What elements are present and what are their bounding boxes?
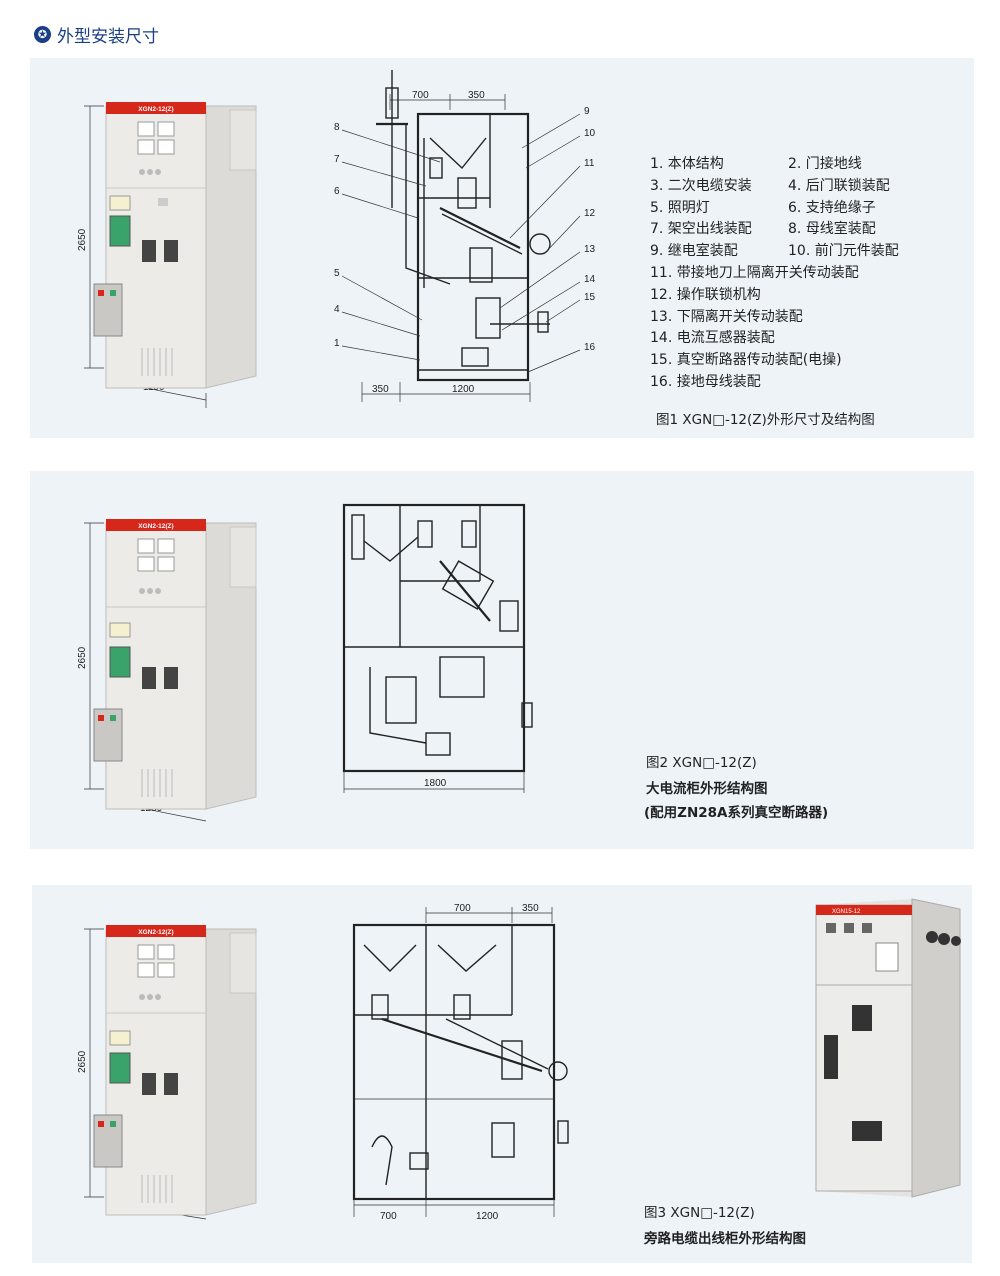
bottom-dim-350: 350 <box>372 384 389 395</box>
callout-1: 1 <box>334 338 340 349</box>
callout-4: 4 <box>334 304 340 315</box>
legend-item: 1. 本体结构 <box>650 156 724 172</box>
photo-label: XGN15-12 <box>832 909 861 915</box>
legend-row: 9. 继电室装配 10. 前门元件装配 <box>650 241 960 263</box>
top-dim-700: 700 <box>454 903 471 914</box>
section-title-text: 外型安装尺寸 <box>57 26 159 47</box>
callout-14: 14 <box>584 274 596 285</box>
callout-10: 10 <box>584 128 596 139</box>
figure-panel-1: 2650 1100 XGN2-12(Z) 700 <box>30 58 974 438</box>
cabinet-illustration: 2650 1100 XGN2-12(Z) <box>77 925 257 1220</box>
callout-9: 9 <box>584 106 590 117</box>
structure-drawing: 1800 <box>342 503 533 793</box>
callout-13: 13 <box>584 244 596 255</box>
height-dim-label: 2650 <box>77 1050 88 1073</box>
legend-item: 6. 支持绝缘子 <box>788 199 876 216</box>
legend-item: 13. 下隔离开关传动装配 <box>650 308 803 325</box>
figure-caption-1: 图1 XGN□-12(Z)外形尺寸及结构图 <box>656 412 875 428</box>
bottom-dim-700: 700 <box>380 1211 397 1222</box>
figure-caption-2-line1: 图2 XGN□-12(Z) <box>646 755 757 771</box>
legend-item: 9. 继电室装配 <box>650 243 738 260</box>
legend-row: 5. 照明灯 6. 支持绝缘子 <box>650 198 960 220</box>
cabinet-illustration: 2650 1100 XGN2-12(Z) <box>77 102 257 408</box>
legend-row: 7. 架空出线装配 8. 母线室装配 <box>650 219 960 241</box>
figure-caption-3-line1: 图3 XGN□-12(Z) <box>644 1205 755 1221</box>
bottom-dim-1800: 1800 <box>424 778 447 789</box>
legend-row: 1. 本体结构 2. 门接地线 <box>650 154 960 176</box>
legend-item: 2. 门接地线 <box>788 156 862 172</box>
cabinet-illustration: 2650 1250 XGN2-12(Z) <box>77 519 257 822</box>
figure-caption-2-line3: (配用ZN28A系列真空断路器) <box>644 805 829 821</box>
legend-item: 16. 接地母线装配 <box>650 373 761 390</box>
star-icon: ✪ <box>34 25 51 43</box>
legend-row: 3. 二次电缆安装 4. 后门联锁装配 <box>650 176 960 198</box>
callout-7: 7 <box>334 154 340 165</box>
structure-drawing: 700 350 350 1200 <box>334 70 596 402</box>
structure-drawing: 700 350 700 1200 <box>352 903 569 1222</box>
cabinet-label: XGN2-12(Z) <box>138 523 173 530</box>
callout-11: 11 <box>584 158 595 169</box>
legend-item: 15. 真空断路器传动装配(电操) <box>650 352 842 369</box>
figure-panel-2: 2650 1250 XGN2-12(Z) <box>30 471 974 849</box>
legend-item: 11. 带接地刀上隔离开关传动装配 <box>650 264 859 281</box>
legend-item: 8. 母线室装配 <box>788 221 876 238</box>
legend-item: 14. 电流互感器装配 <box>650 330 775 347</box>
callout-6: 6 <box>334 186 340 197</box>
section-title: ✪ 外型安装尺寸 <box>34 20 159 48</box>
cabinet-label: XGN2-12(Z) <box>138 929 173 936</box>
cabinet-label: XGN2-12(Z) <box>138 106 173 113</box>
component-legend: 1. 本体结构 2. 门接地线 3. 二次电缆安装 4. 后门联锁装配 5. 照明灯… <box>650 154 960 394</box>
legend-item: 5. 照明灯 <box>650 199 710 216</box>
cabinet-photo: XGN15-12 <box>815 898 961 1198</box>
top-dim-350: 350 <box>468 90 485 101</box>
callout-12: 12 <box>584 208 596 219</box>
top-dim-350: 350 <box>522 903 539 914</box>
top-dim-700: 700 <box>412 90 429 101</box>
bottom-dim-1200: 1200 <box>452 384 475 395</box>
callout-8: 8 <box>334 122 340 133</box>
callout-15: 15 <box>584 292 596 303</box>
bottom-dim-1200: 1200 <box>476 1211 499 1222</box>
figure-caption-2-line2: 大电流柜外形结构图 <box>646 781 768 797</box>
height-dim-label: 2650 <box>77 646 88 669</box>
legend-item: 7. 架空出线装配 <box>650 221 752 238</box>
callout-5: 5 <box>334 268 340 279</box>
legend-item: 4. 后门联锁装配 <box>788 177 890 194</box>
legend-item: 3. 二次电缆安装 <box>650 177 752 194</box>
legend-item: 10. 前门元件装配 <box>788 243 899 260</box>
height-dim-label: 2650 <box>77 228 88 251</box>
figure-caption-3-line2: 旁路电缆出线柜外形结构图 <box>644 1231 806 1247</box>
legend-item: 12. 操作联锁机构 <box>650 286 761 303</box>
callout-16: 16 <box>584 342 596 353</box>
figure-panel-3: 2650 1100 XGN2-12(Z) 700 350 <box>32 885 972 1263</box>
